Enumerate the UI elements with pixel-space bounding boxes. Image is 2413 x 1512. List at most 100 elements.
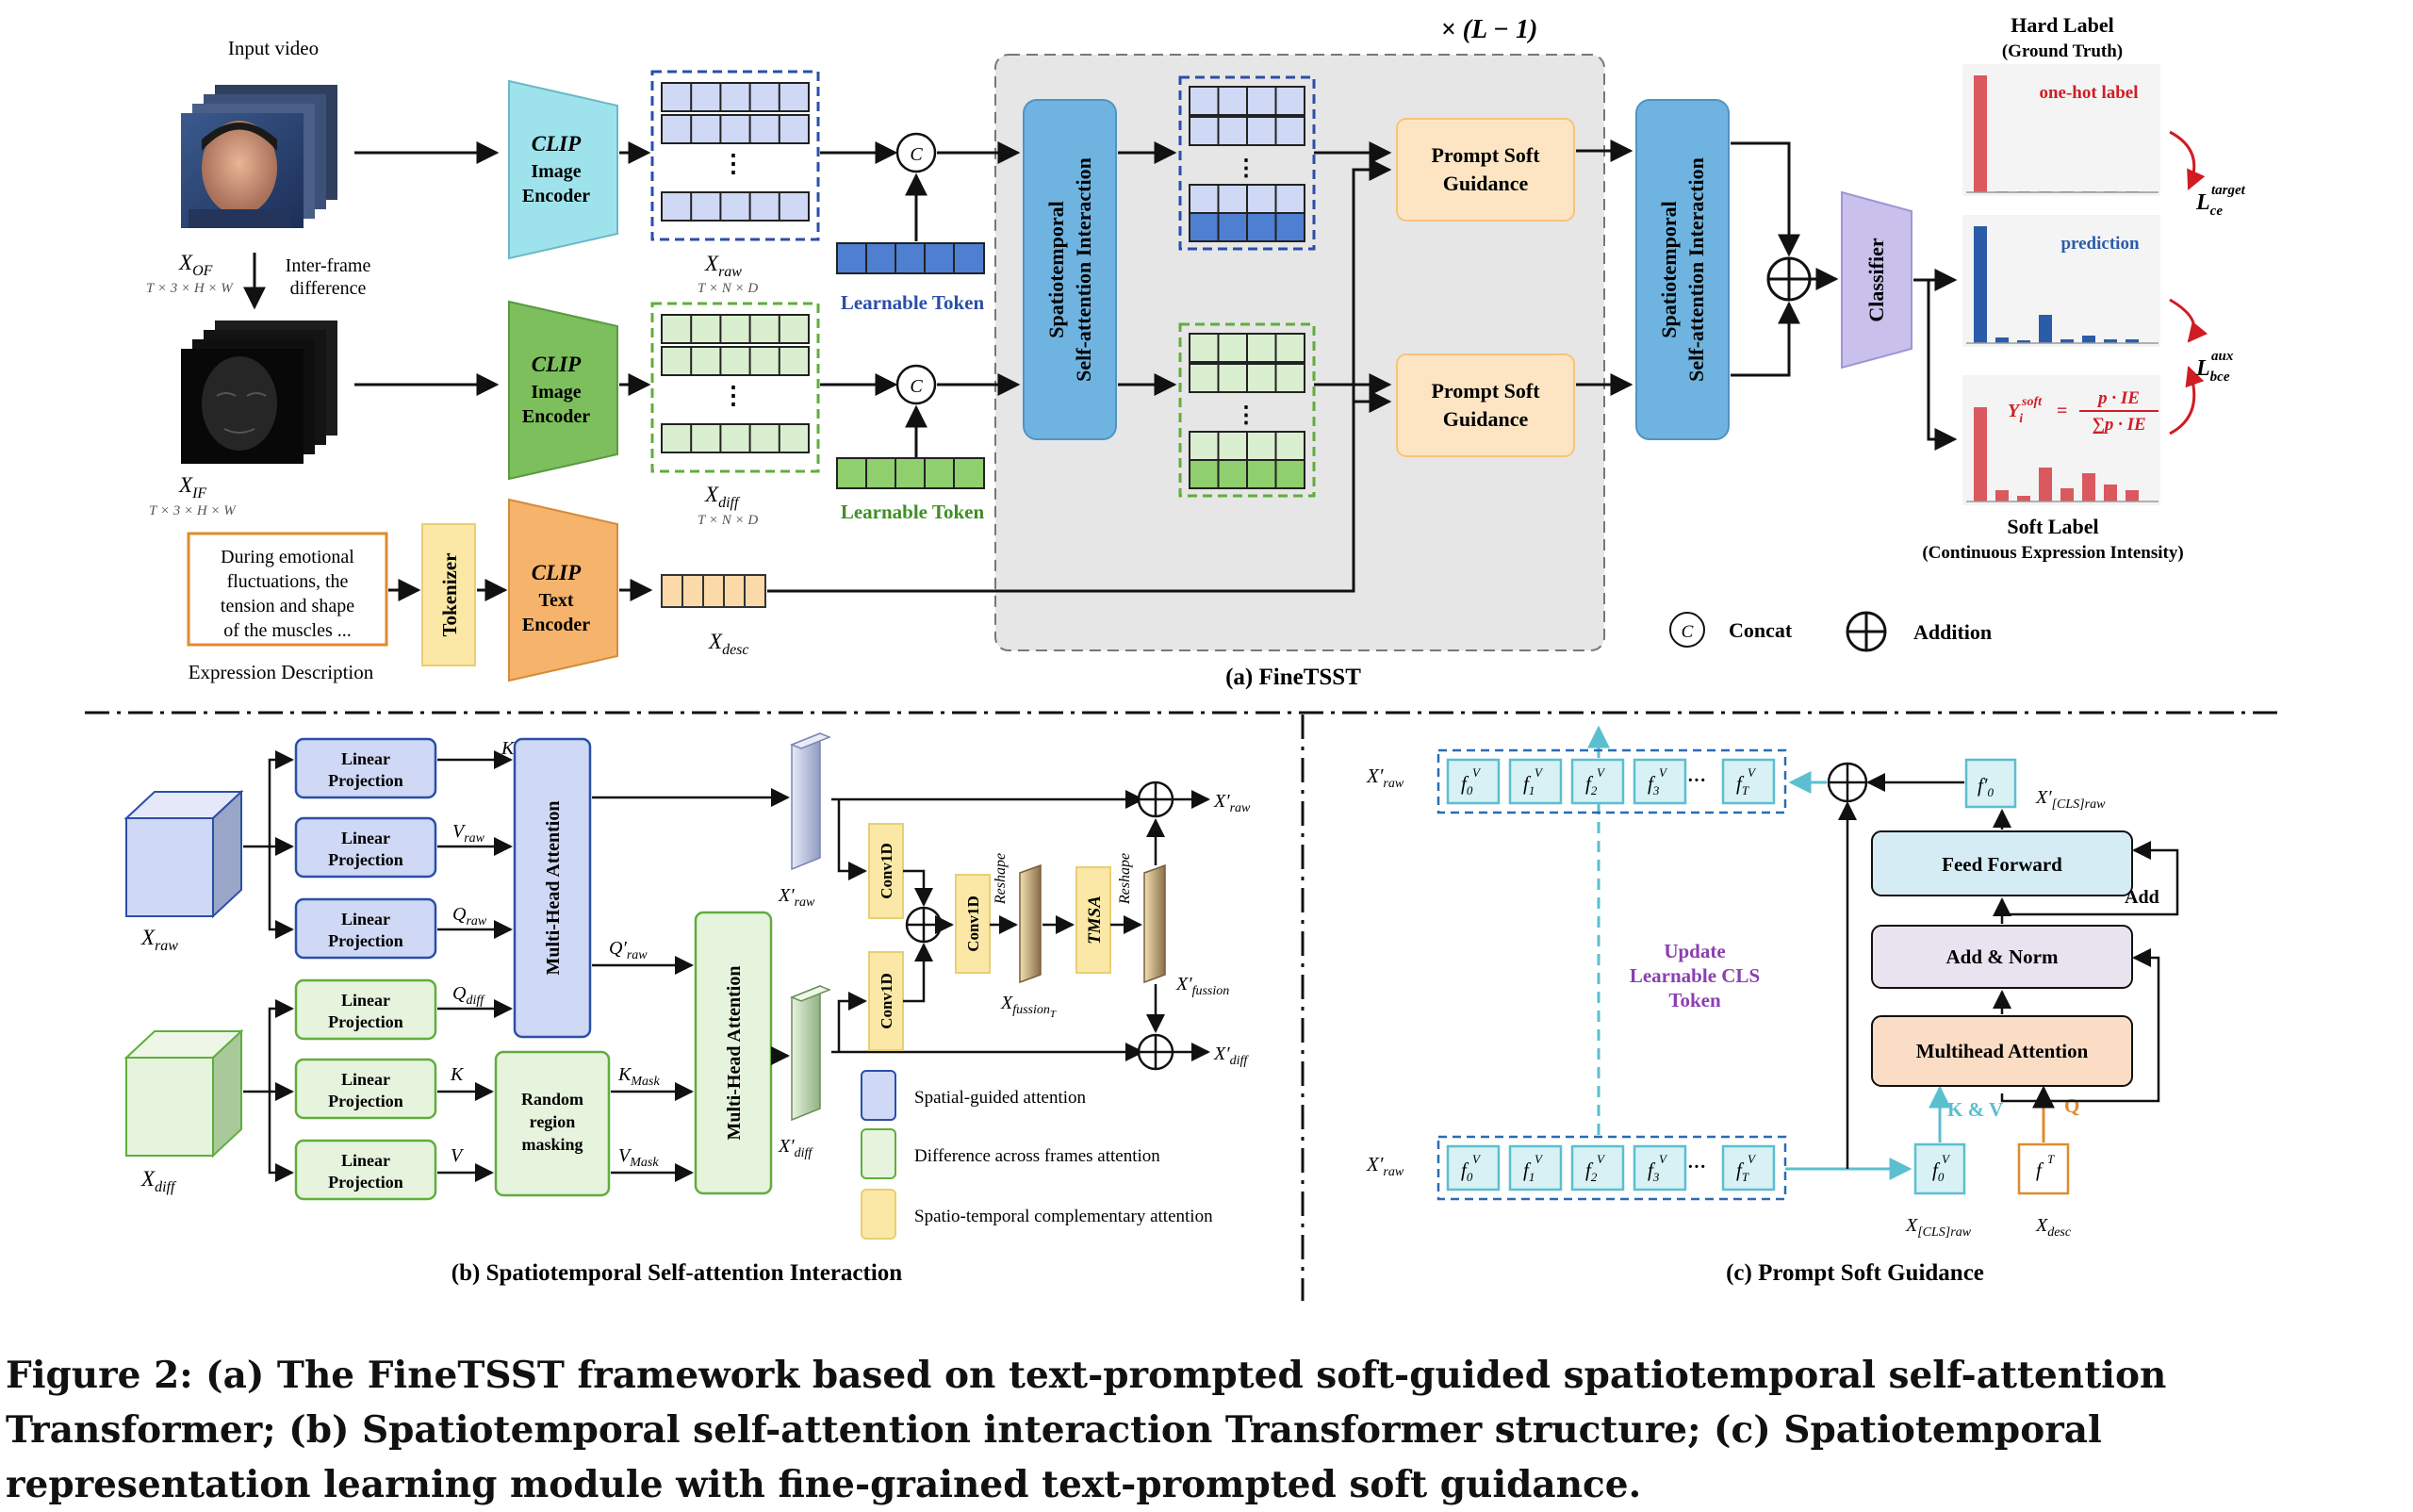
part-b-title: (b) Spatiotemporal Self-attention Intera… <box>451 1260 903 1286</box>
conv1d-raw: Conv1D <box>868 823 904 919</box>
svg-text:f0: f0 <box>1461 772 1473 797</box>
xp-diff-slab-label: X′diff <box>778 1136 813 1160</box>
soft-label-subtitle: (Continuous Expression Intensity) <box>1922 543 2183 563</box>
f-prime-0-cell: f′0 <box>1964 758 2017 809</box>
svg-text:Conv1D: Conv1D <box>878 973 895 1029</box>
loss-ce: Lce <box>2195 190 2223 219</box>
xp-diff-slab <box>789 984 832 1122</box>
svg-text:During emotional: During emotional <box>221 547 354 567</box>
legend-b: Spatial-guided attention Difference acro… <box>861 1070 1213 1240</box>
svg-text:C: C <box>910 144 923 165</box>
svg-text:f3: f3 <box>1648 772 1660 797</box>
token-row <box>1189 431 1305 461</box>
svg-text:fT: fT <box>1736 1159 1749 1184</box>
svg-text:f0: f0 <box>1461 1159 1473 1184</box>
addition-circle-c <box>1827 762 1868 803</box>
bar <box>2104 485 2117 501</box>
svg-text:CLIP: CLIP <box>532 561 582 584</box>
q-label: Q <box>2064 1094 2079 1117</box>
soft-label-formula-sup: soft <box>2021 395 2043 409</box>
svg-text:C: C <box>910 376 923 397</box>
svg-text:Prompt Soft: Prompt Soft <box>1431 379 1540 403</box>
svg-text:T: T <box>2047 1152 2055 1166</box>
f-row-ellipsis: ··· <box>1687 770 1706 791</box>
svg-text:Linear: Linear <box>341 749 390 768</box>
svg-text:Encoder: Encoder <box>522 186 590 206</box>
concat-circle-diff: C <box>895 364 937 405</box>
hard-label-chart-bg <box>1962 64 2160 196</box>
svg-text:Add & Norm: Add & Norm <box>1946 945 2060 968</box>
f-token-cell: f1V <box>1508 1144 1563 1192</box>
ssai-block-final: Spatiotemporal Self-attention Interactio… <box>1635 99 1730 440</box>
svg-text:Self-attention Interaction: Self-attention Interaction <box>1072 157 1095 382</box>
svg-text:V: V <box>1659 765 1668 780</box>
x-raw-cube <box>123 789 244 919</box>
q-raw-label: Qraw <box>452 904 487 929</box>
svg-text:tension and shape: tension and shape <box>221 596 354 616</box>
svg-text:Multihead Attention: Multihead Attention <box>1916 1040 2089 1062</box>
clip-image-encoder-diff: CLIP Image Encoder <box>508 300 618 481</box>
inter-frame-difference-frames <box>181 320 337 464</box>
f-row-top-frame <box>1436 748 1787 814</box>
svg-text:V: V <box>1597 765 1606 780</box>
x-diff-token-matrix: ⋮ <box>650 302 820 473</box>
bar <box>1974 407 1987 501</box>
loss-bce: Lbce <box>2195 356 2230 385</box>
k-diff-label: K <box>450 1064 465 1085</box>
raw-tokens-after-ssai: ⋮ <box>1178 75 1316 251</box>
svg-text:V: V <box>1659 1152 1668 1166</box>
svg-text:masking: masking <box>521 1135 583 1154</box>
svg-text:V: V <box>1535 1152 1544 1166</box>
classifier-block: Classifier <box>1841 190 1912 370</box>
svg-text:fT: fT <box>1736 772 1749 797</box>
svg-text:Image: Image <box>531 382 581 403</box>
loss-bce-sup: aux <box>2211 349 2234 364</box>
svg-text:f2: f2 <box>1585 1159 1598 1184</box>
inter-frame-label-2: difference <box>290 278 367 299</box>
one-hot-label: one-hot label <box>2039 83 2138 103</box>
svg-text:Multi-Head Attention: Multi-Head Attention <box>543 801 564 976</box>
learnable-token-raw <box>836 242 985 274</box>
multi-head-attention-raw: Multi-Head Attention <box>513 737 592 1039</box>
prompt-soft-guidance-diff: Prompt Soft Guidance <box>1396 353 1575 457</box>
tmsa-block: TMSA <box>1075 866 1111 974</box>
svg-text:f2: f2 <box>1585 772 1598 797</box>
linear-projection-blocks: LinearProjectionLinearProjectionLinearPr… <box>294 737 437 1201</box>
clip-text-encoder: CLIP Text Encoder <box>508 498 618 682</box>
x-diff-cube <box>123 1028 244 1159</box>
legend-addition: Addition <box>1846 611 1992 652</box>
svg-text:Feed Forward: Feed Forward <box>1942 853 2062 876</box>
q-diff-label: Qdiff <box>452 983 485 1008</box>
expression-description-box: During emotional fluctuations, the tensi… <box>187 532 388 647</box>
token-row <box>661 314 810 344</box>
svg-text:region: region <box>530 1112 576 1131</box>
bar <box>1995 490 2009 501</box>
token-row <box>661 191 810 222</box>
svg-text:f1: f1 <box>1523 1159 1535 1184</box>
conv1d-diff: Conv1D <box>868 951 904 1051</box>
token-row <box>661 114 810 144</box>
bar <box>2039 468 2052 501</box>
xp-fussion-label: X′fussion <box>1175 974 1229 998</box>
x-if-dims: T × 3 × H × W <box>149 503 237 518</box>
svg-text:C: C <box>1682 622 1694 642</box>
f-token-cell: f1V <box>1508 758 1563 805</box>
svg-text:TMSA: TMSA <box>1085 896 1105 945</box>
feed-forward-block: Feed Forward <box>1871 830 2133 896</box>
bar <box>2017 340 2030 343</box>
x-of-dims: T × 3 × H × W <box>146 281 234 296</box>
v-raw-label: Vraw <box>452 821 485 846</box>
token-row <box>1189 212 1305 242</box>
inter-frame-label-1: Inter-frame <box>286 255 371 276</box>
multi-head-attention-diff: Multi-Head Attention <box>694 911 773 1195</box>
addition-circle-b-bottom <box>1137 1033 1174 1071</box>
repeat-count-label: × (L − 1) <box>1441 15 1538 44</box>
f-token-cell: f3V <box>1633 758 1687 805</box>
svg-text:Linear: Linear <box>341 1151 390 1170</box>
svg-text:f: f <box>2036 1159 2044 1181</box>
x-desc-label: Xdesc <box>708 630 749 658</box>
